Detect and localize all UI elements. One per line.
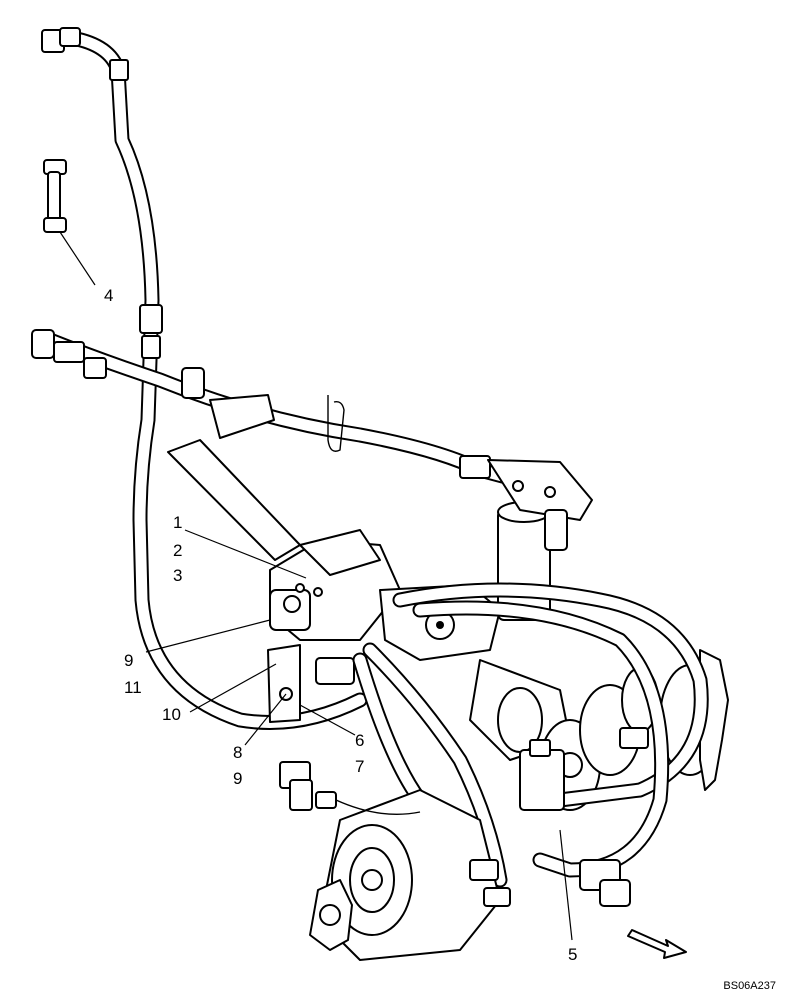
drive-motor-lower-left: [309, 789, 511, 961]
callout-7: 7: [355, 757, 365, 776]
reference-code: BS06A237: [723, 980, 776, 992]
left-elbow-fitting: [31, 329, 491, 479]
callout-10: 10: [162, 705, 181, 724]
mounting-bracket: [167, 394, 301, 561]
hose-clip: [327, 395, 345, 452]
callout-6: 6: [355, 731, 365, 750]
sensor-fitting: [279, 761, 421, 815]
tandem-pump-assembly: [267, 529, 501, 723]
front-direction-arrow: [627, 929, 687, 959]
hose-loop-right: [392, 582, 709, 878]
hose-horizontal-upper: [42, 332, 518, 486]
link-bracket-part: [43, 159, 67, 233]
callout-3: 3: [173, 566, 183, 585]
hose-upper-vertical: [64, 30, 368, 730]
top-elbow-fitting: [41, 27, 163, 359]
callout-9-upper: 9: [124, 651, 134, 670]
callout-leader-lines: [59, 231, 573, 941]
callout-1: 1: [173, 513, 183, 532]
callout-4: 4: [104, 286, 114, 305]
callout-5: 5: [568, 945, 578, 964]
callout-9-lower: 9: [233, 769, 243, 788]
callout-11: 11: [124, 678, 142, 697]
crossover-valve-block: [519, 739, 631, 907]
callout-2: 2: [173, 541, 183, 560]
callout-8: 8: [233, 743, 243, 762]
